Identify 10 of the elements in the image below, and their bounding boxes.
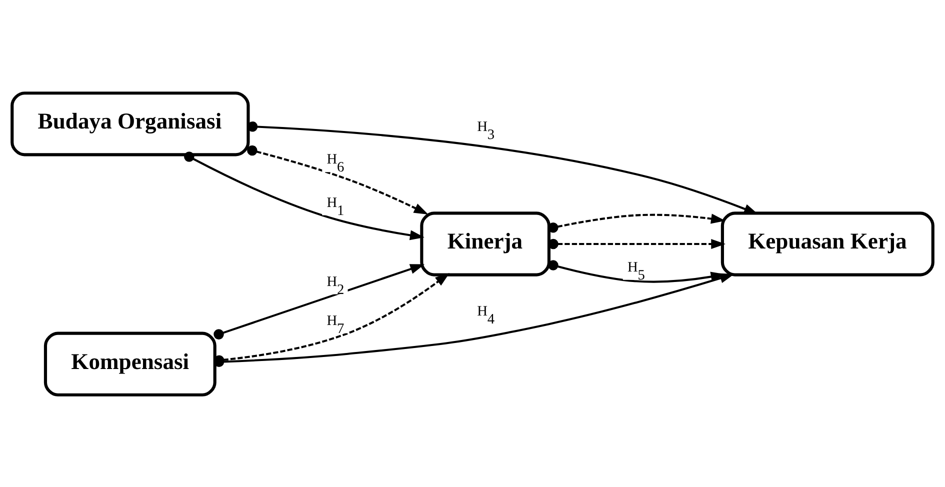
arrow [548,213,726,232]
node-box: Kompensasi [44,331,216,396]
arrow [548,238,726,249]
arrow [184,151,424,240]
arrow [247,144,428,214]
arrow [214,264,425,339]
node-box: Kinerja [420,211,551,276]
node-box: Budaya Organisasi [10,91,250,156]
node-box: Kepuasan Kerja [720,211,934,276]
arrow [247,120,758,214]
